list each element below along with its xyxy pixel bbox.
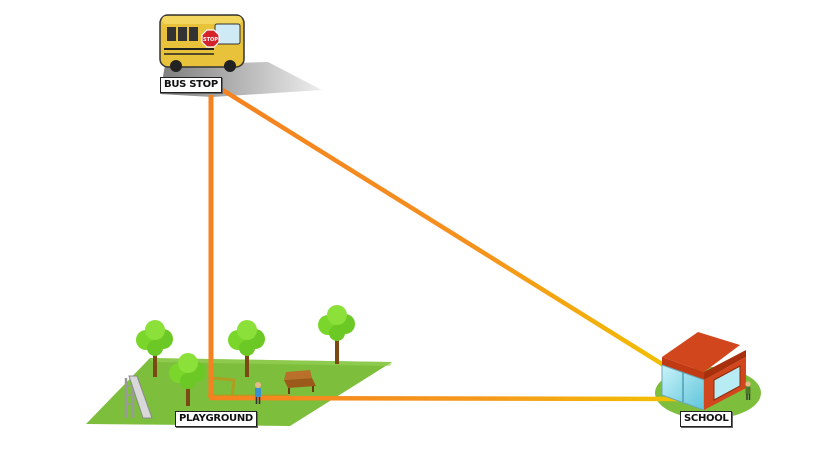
child-figure xyxy=(255,382,261,404)
school-window xyxy=(713,365,741,401)
slide xyxy=(124,375,153,419)
bus-wheel xyxy=(224,60,236,72)
tree-trunk xyxy=(186,378,190,406)
school-roof-side xyxy=(662,332,740,372)
child-figure xyxy=(745,381,751,400)
school-bus: STOP xyxy=(159,14,245,72)
bus-window xyxy=(189,27,198,41)
route-lines xyxy=(208,82,681,402)
school-building xyxy=(661,332,746,411)
tree xyxy=(169,353,206,406)
bus-stop-sign-text: STOP xyxy=(203,37,218,43)
tree-trunk xyxy=(335,330,339,364)
tree xyxy=(228,320,265,377)
tree xyxy=(136,320,173,377)
bus-stop-sign-icon xyxy=(201,29,220,48)
bench xyxy=(284,370,316,394)
bus-wheel xyxy=(170,60,182,72)
label-playground: PLAYGROUND xyxy=(175,411,257,427)
route-playground-to-school xyxy=(209,395,681,402)
school-side-top xyxy=(704,350,746,380)
label-bus-stop: BUS STOP xyxy=(160,77,222,93)
slide-chute xyxy=(128,375,153,419)
tree-trunk xyxy=(153,345,157,377)
tree-trunk xyxy=(245,345,249,377)
label-school: SCHOOL xyxy=(680,411,733,427)
playground-path-a xyxy=(210,376,236,399)
bus-window xyxy=(178,27,187,41)
route-bus-stop-to-school xyxy=(211,82,680,376)
school-front-top xyxy=(662,357,704,380)
tree xyxy=(318,305,355,364)
bus-roof xyxy=(162,16,242,24)
bus-window xyxy=(167,27,176,41)
playground-grass xyxy=(86,358,392,426)
